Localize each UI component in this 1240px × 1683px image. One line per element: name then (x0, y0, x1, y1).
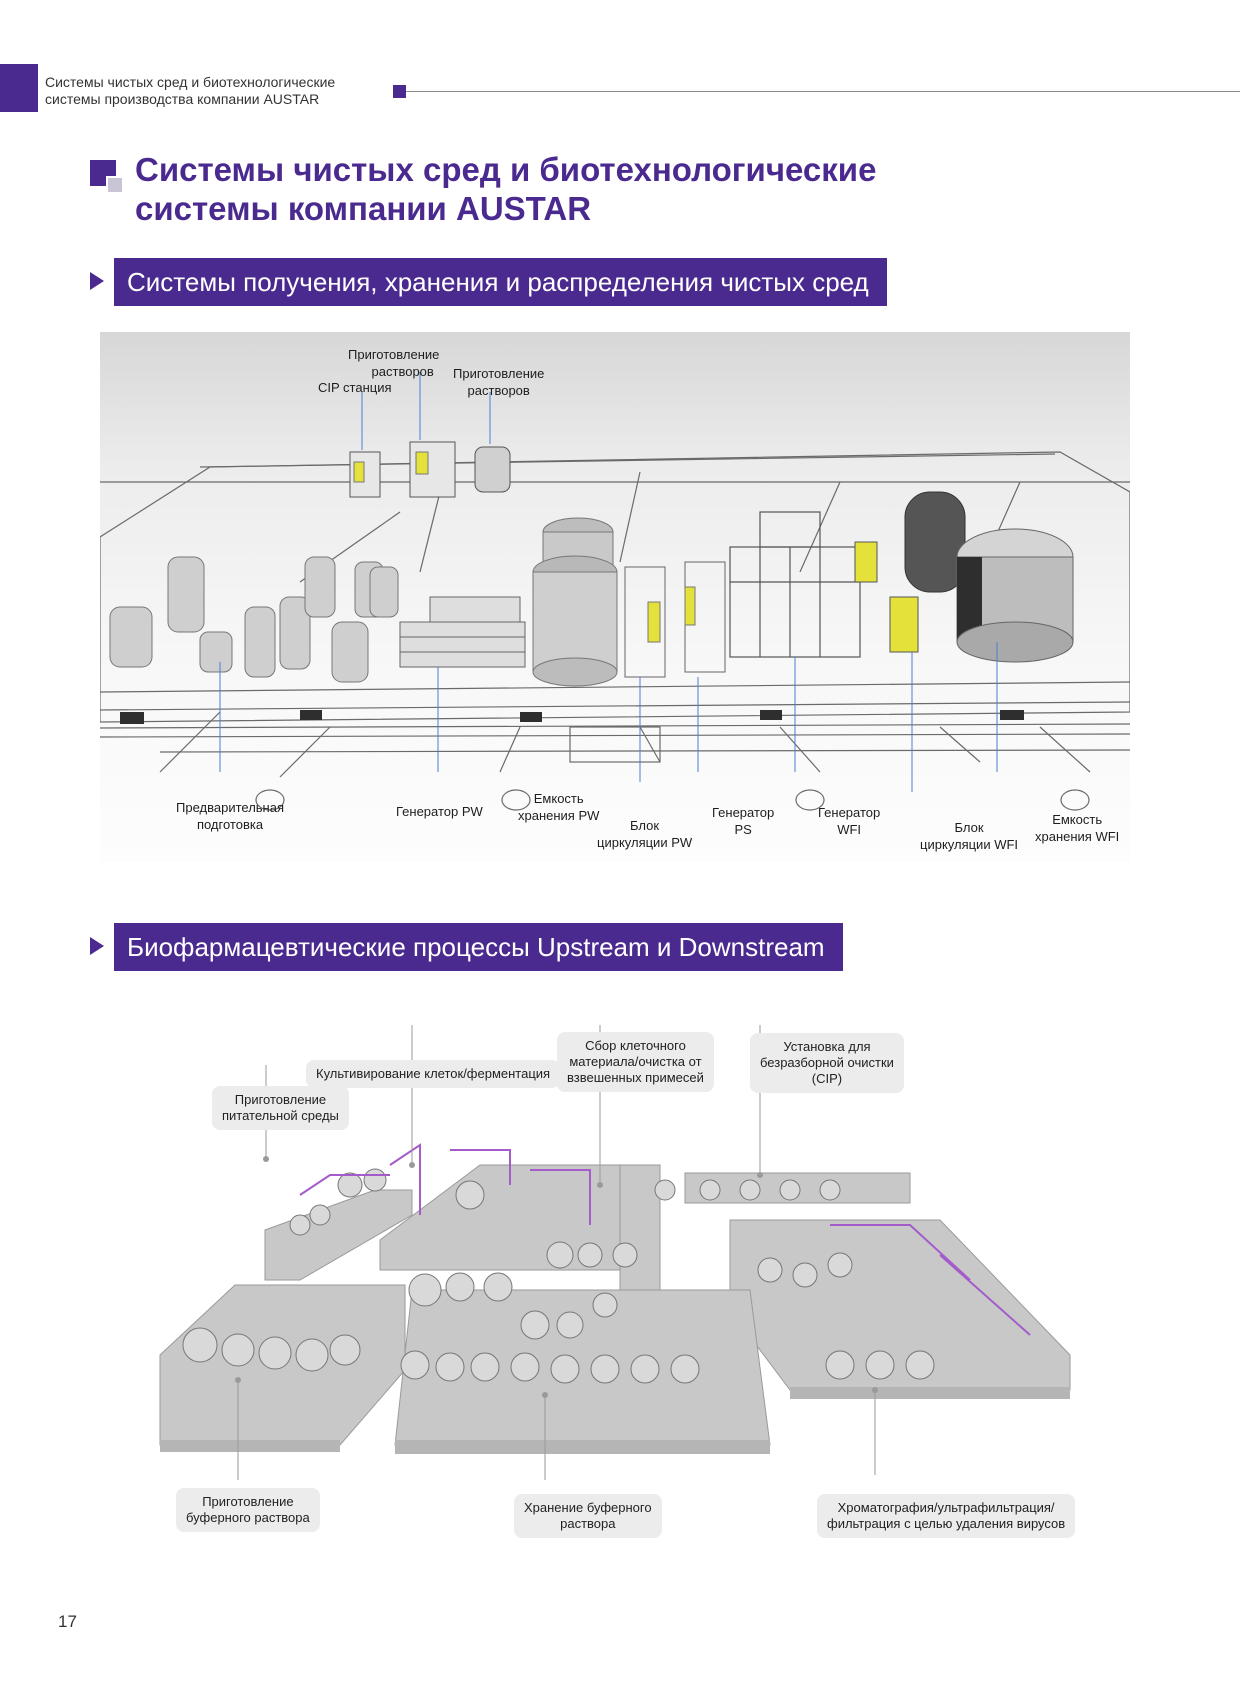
label-harvest-l1: Сбор клеточного (585, 1038, 686, 1053)
label-prep-solutions-1-l1: Приготовление (348, 347, 440, 362)
label-buffer-prep-l1: Приготовление (202, 1494, 294, 1509)
label-harvest-l2: материала/очистка от (569, 1054, 702, 1069)
label-pretreatment-l2: подготовка (196, 817, 264, 832)
label-buffer-storage-l1: Хранение буферного (524, 1500, 652, 1515)
page-number: 17 (58, 1612, 77, 1631)
label-chromatography-l1: Хроматография/ультрафильтрация/ (837, 1500, 1055, 1515)
header-rule (406, 91, 1240, 92)
label-cip: Установка для безразборной очистки (CIP) (750, 1033, 904, 1093)
running-header-line2: системы производства компании AUSTAR (45, 91, 320, 107)
label-pw-loop: Блок циркуляции PW (597, 817, 692, 851)
header-square (393, 85, 406, 98)
label-ps-generator-l2: PS (734, 822, 752, 837)
label-pw-tank-l2: хранения PW (518, 808, 600, 823)
label-cip-l3: (CIP) (811, 1071, 843, 1086)
label-prep-solutions-2: Приготовление растворов (453, 365, 544, 399)
label-cip-station: CIP станция (318, 380, 392, 395)
label-wfi-tank-l2: хранения WFI (1035, 829, 1120, 844)
label-pw-tank-l1: Емкость (533, 791, 584, 806)
clean-utilities-figure: Приготовление растворов CIP станция Приг… (100, 332, 1130, 862)
running-header-line1: Системы чистых сред и биотехнологические (45, 74, 336, 90)
label-wfi-tank: Емкость хранения WFI (1035, 811, 1119, 845)
label-media-prep-l2: питательной среды (222, 1108, 339, 1123)
label-harvest-l3: взвешенных примесей (567, 1070, 704, 1085)
label-pw-tank: Емкость хранения PW (518, 790, 599, 824)
title-square-icon (90, 160, 124, 194)
label-chromatography-l2: фильтрация с целью удаления вирусов (827, 1516, 1066, 1531)
label-chromatography: Хроматография/ультрафильтрация/ фильтрац… (817, 1494, 1076, 1538)
label-pw-loop-l2: циркуляции PW (597, 835, 693, 850)
label-pretreatment-l1: Предварительная (176, 800, 284, 815)
bioprocess-figure (150, 1025, 1100, 1555)
label-wfi-generator: Генератор WFI (818, 804, 880, 838)
label-ps-generator: Генератор PS (712, 804, 774, 838)
section1-banner: Системы получения, хранения и распределе… (114, 258, 887, 306)
label-prep-solutions-2-l1: Приготовление (453, 366, 545, 381)
label-wfi-generator-l2: WFI (837, 822, 862, 837)
label-prep-solutions-2-l2: растворов (467, 383, 530, 398)
label-wfi-tank-l1: Емкость (1052, 812, 1103, 827)
label-harvest: Сбор клеточного материала/очистка от взв… (557, 1032, 714, 1092)
label-prep-solutions-1: Приготовление растворов (348, 346, 439, 380)
label-media-prep-l1: Приготовление (234, 1092, 327, 1107)
label-media-prep: Приготовление питательной среды (212, 1086, 349, 1130)
label-buffer-prep-l2: буферного раствора (186, 1510, 310, 1525)
page-title-line2: системы компании AUSTAR (135, 190, 592, 227)
label-cip-l1: Установка для (783, 1039, 871, 1054)
label-wfi-loop: Блок циркуляции WFI (920, 819, 1018, 853)
label-wfi-loop-l2: циркуляции WFI (920, 837, 1019, 852)
section2-banner: Биофармацевтические процессы Upstream и … (114, 923, 843, 971)
page-title: Системы чистых сред и биотехнологические… (135, 150, 1035, 228)
label-wfi-generator-l1: Генератор (818, 805, 881, 820)
label-cip-l2: безразборной очистки (760, 1055, 894, 1070)
label-buffer-storage: Хранение буферного раствора (514, 1494, 662, 1538)
bioprocess-illustration (159, 1025, 1071, 1480)
label-pw-generator: Генератор PW (396, 804, 483, 819)
label-wfi-loop-l1: Блок (954, 820, 984, 835)
section2-arrow-icon (90, 937, 104, 955)
page-title-line1: Системы чистых сред и биотехнологические (135, 151, 877, 188)
section1-arrow-icon (90, 272, 104, 290)
label-buffer-prep: Приготовление буферного раствора (176, 1488, 320, 1532)
clean-utilities-illustration (100, 372, 1130, 811)
header-tab (0, 64, 38, 112)
label-pretreatment: Предварительная подготовка (176, 799, 284, 833)
label-prep-solutions-1-l2: растворов (371, 364, 434, 379)
label-pw-loop-l1: Блок (630, 818, 660, 833)
label-buffer-storage-l2: раствора (560, 1516, 616, 1531)
label-ps-generator-l1: Генератор (712, 805, 775, 820)
label-cell-culture: Культивирование клеток/ферментация (306, 1060, 561, 1088)
running-header: Системы чистых сред и биотехнологические… (45, 74, 385, 108)
